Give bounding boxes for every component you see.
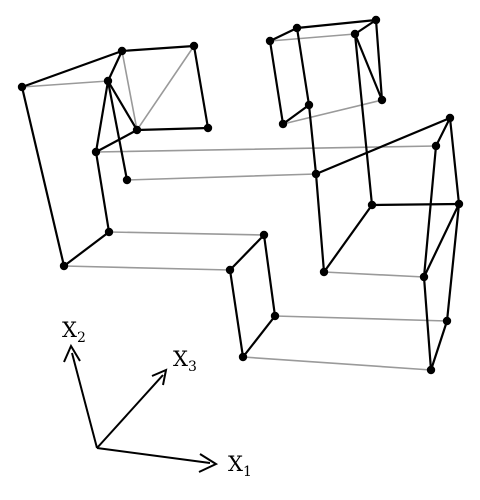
vertex-19 [304,100,314,110]
dark-edge-11 [106,79,129,182]
vertex-18 [278,119,288,129]
dark-edge-26 [314,172,326,274]
vertex-20 [377,95,387,105]
vertices [17,15,464,375]
light-edge-6 [63,265,231,271]
axes: X1 X2 X3 [62,318,252,480]
vertex-12 [270,311,280,321]
dark-edge-19 [295,26,311,107]
dark-edge-33 [353,32,374,207]
dark-edge-22 [281,103,311,126]
light-edge-2 [136,45,195,131]
dark-edge-8 [192,44,210,130]
axis-x3-label: X3 [173,347,197,375]
light-edge-0 [21,80,109,88]
vertex-10 [259,230,269,240]
dark-edge-0 [20,49,124,89]
axis-x2-line [71,352,98,449]
axis-x1-line [96,447,211,464]
dark-edge-20 [353,18,378,36]
vertex-13 [238,352,248,362]
dark-edge-13 [262,233,277,318]
vertex-1 [117,46,127,56]
axis-x2-arrowhead [63,343,81,363]
vertex-16 [371,15,381,25]
vertex-22 [445,113,455,123]
dark-edge-35 [429,319,449,372]
vertex-14 [265,36,275,46]
light-edges [21,33,460,371]
dark-edge-25 [314,116,452,176]
vertex-26 [319,267,329,277]
vertex-17 [350,29,360,39]
dark-edge-28 [422,144,438,279]
dark-edge-18 [295,18,378,30]
vertex-9 [59,261,69,271]
light-edge-8 [274,315,448,322]
light-edge-10 [282,99,383,125]
axis-x1-label: X1 [228,452,252,480]
dark-edge-12 [228,233,266,272]
axis-x3-line [96,374,164,449]
axis-x2-label: X2 [62,318,86,346]
light-edge-7 [242,356,432,371]
dark-edge-17 [268,39,285,126]
dark-edge-30 [322,203,374,274]
light-edge-1 [121,50,138,131]
dark-edge-5 [94,150,111,234]
dark-edge-10 [94,79,110,154]
vertex-21 [311,169,321,179]
light-edge-4 [95,145,437,153]
dark-edge-34 [422,275,433,372]
vertex-2 [189,41,199,51]
dark-edge-6 [94,128,139,154]
vertex-0 [17,82,27,92]
light-edge-9 [269,33,356,42]
dark-edge-31 [370,202,461,207]
vertex-23 [431,141,441,151]
vertex-6 [91,147,101,157]
dark-edge-9 [106,79,139,132]
dark-edge-27 [434,116,452,148]
vertex-7 [122,175,132,185]
vertex-4 [132,125,142,135]
vertex-25 [454,199,464,209]
vertex-28 [442,316,452,326]
dark-edge-4 [62,230,111,268]
dark-edge-14 [228,268,245,359]
vertex-15 [292,23,302,33]
light-edge-5 [108,231,265,236]
vertex-3 [103,76,113,86]
dark-edge-7 [135,126,210,132]
dark-edge-3 [20,85,66,268]
dark-edges [20,18,461,372]
vertex-29 [426,365,436,375]
dark-edge-32 [422,202,461,279]
light-edge-3 [126,173,317,181]
vertex-11 [225,265,235,275]
dark-edge-1 [120,44,196,53]
vertex-24 [367,200,377,210]
axis-x3-arrowhead [151,368,168,386]
vertex-5 [203,123,213,133]
dark-edge-16 [268,26,299,43]
dark-edge-24 [307,103,318,176]
vertex-8 [104,227,114,237]
vertex-27 [419,272,429,282]
dark-edge-2 [106,49,124,83]
axis-x1-arrowhead [198,453,219,473]
dark-edge-23 [374,18,384,102]
dark-edge-21 [353,32,384,102]
light-edge-11 [323,271,425,278]
dark-edge-15 [241,314,277,359]
dark-edge-36 [445,202,461,323]
dark-edge-29 [448,116,461,206]
